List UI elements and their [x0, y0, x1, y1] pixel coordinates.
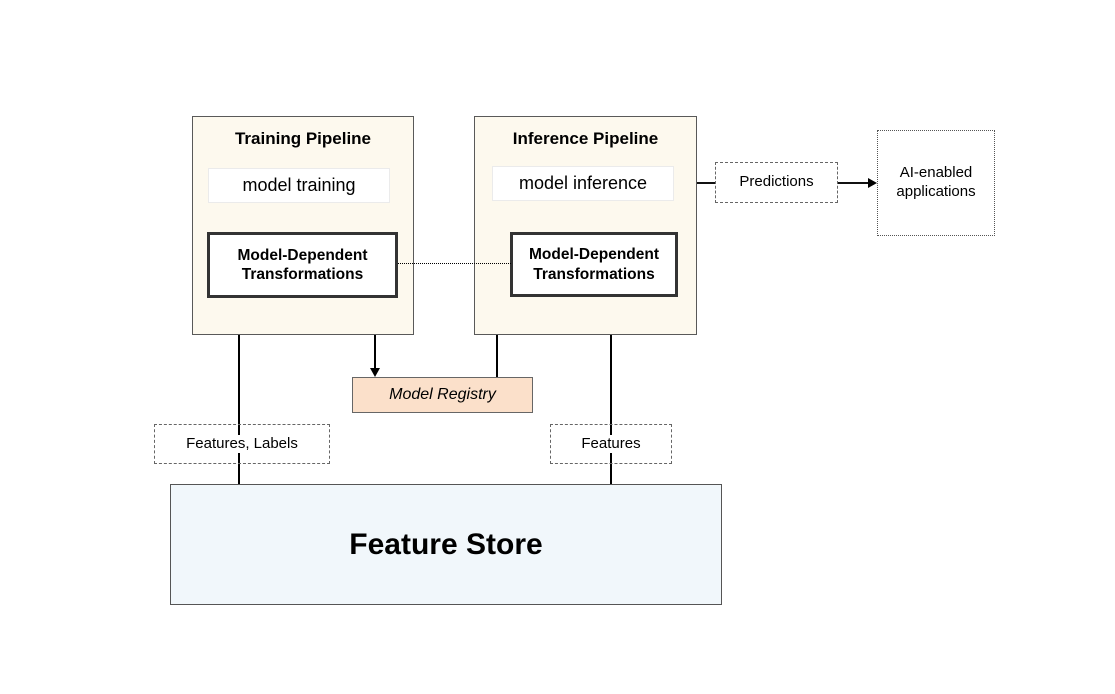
- feature-store-box[interactable]: Feature Store: [170, 484, 722, 605]
- ai-enabled-applications-box[interactable]: AI-enabled applications: [877, 130, 995, 236]
- training-transform-line-1: Model-Dependent: [237, 246, 368, 264]
- connector-store-to-inference: [610, 300, 612, 484]
- feature-store-label: Feature Store: [349, 527, 543, 561]
- connector-training-to-registry: [374, 297, 376, 375]
- inference-transform-line-2: Transformations: [533, 265, 655, 283]
- inference-model-dependent-transformations[interactable]: Model-Dependent Transformations: [510, 232, 678, 297]
- inference-pipeline-container[interactable]: Inference Pipeline: [474, 116, 697, 335]
- arrowhead-predictions-to-apps: [868, 178, 877, 188]
- model-inference-step[interactable]: model inference: [492, 166, 674, 201]
- inference-pipeline-title: Inference Pipeline: [512, 129, 659, 148]
- features-labels-box[interactable]: Features, Labels: [154, 424, 330, 464]
- model-registry-box[interactable]: Model Registry: [352, 377, 533, 413]
- connector-store-to-training: [238, 300, 240, 484]
- training-model-dependent-transformations[interactable]: Model-Dependent Transformations: [207, 232, 398, 298]
- training-pipeline-container[interactable]: Training Pipeline: [192, 116, 414, 335]
- training-transform-line-2: Transformations: [241, 266, 364, 283]
- features-labels-text: Features, Labels: [180, 434, 304, 454]
- model-training-label: model training: [242, 175, 356, 196]
- model-inference-label: model inference: [518, 173, 648, 194]
- ai-apps-line-1: AI-enabled: [899, 164, 973, 182]
- inference-transform-line-1: Model-Dependent: [528, 246, 660, 264]
- connector-predictions-to-apps: [838, 182, 872, 185]
- features-box[interactable]: Features: [550, 424, 672, 464]
- connector-transform-sync-dotted: [398, 263, 511, 264]
- predictions-box[interactable]: Predictions: [715, 162, 838, 203]
- arrowhead-training-to-registry: [370, 368, 380, 377]
- ai-apps-line-2: applications: [896, 183, 976, 200]
- model-training-step[interactable]: model training: [208, 168, 390, 203]
- predictions-text: Predictions: [733, 173, 820, 192]
- model-registry-label: Model Registry: [389, 386, 496, 403]
- features-text: Features: [575, 434, 647, 454]
- training-pipeline-title: Training Pipeline: [234, 129, 372, 148]
